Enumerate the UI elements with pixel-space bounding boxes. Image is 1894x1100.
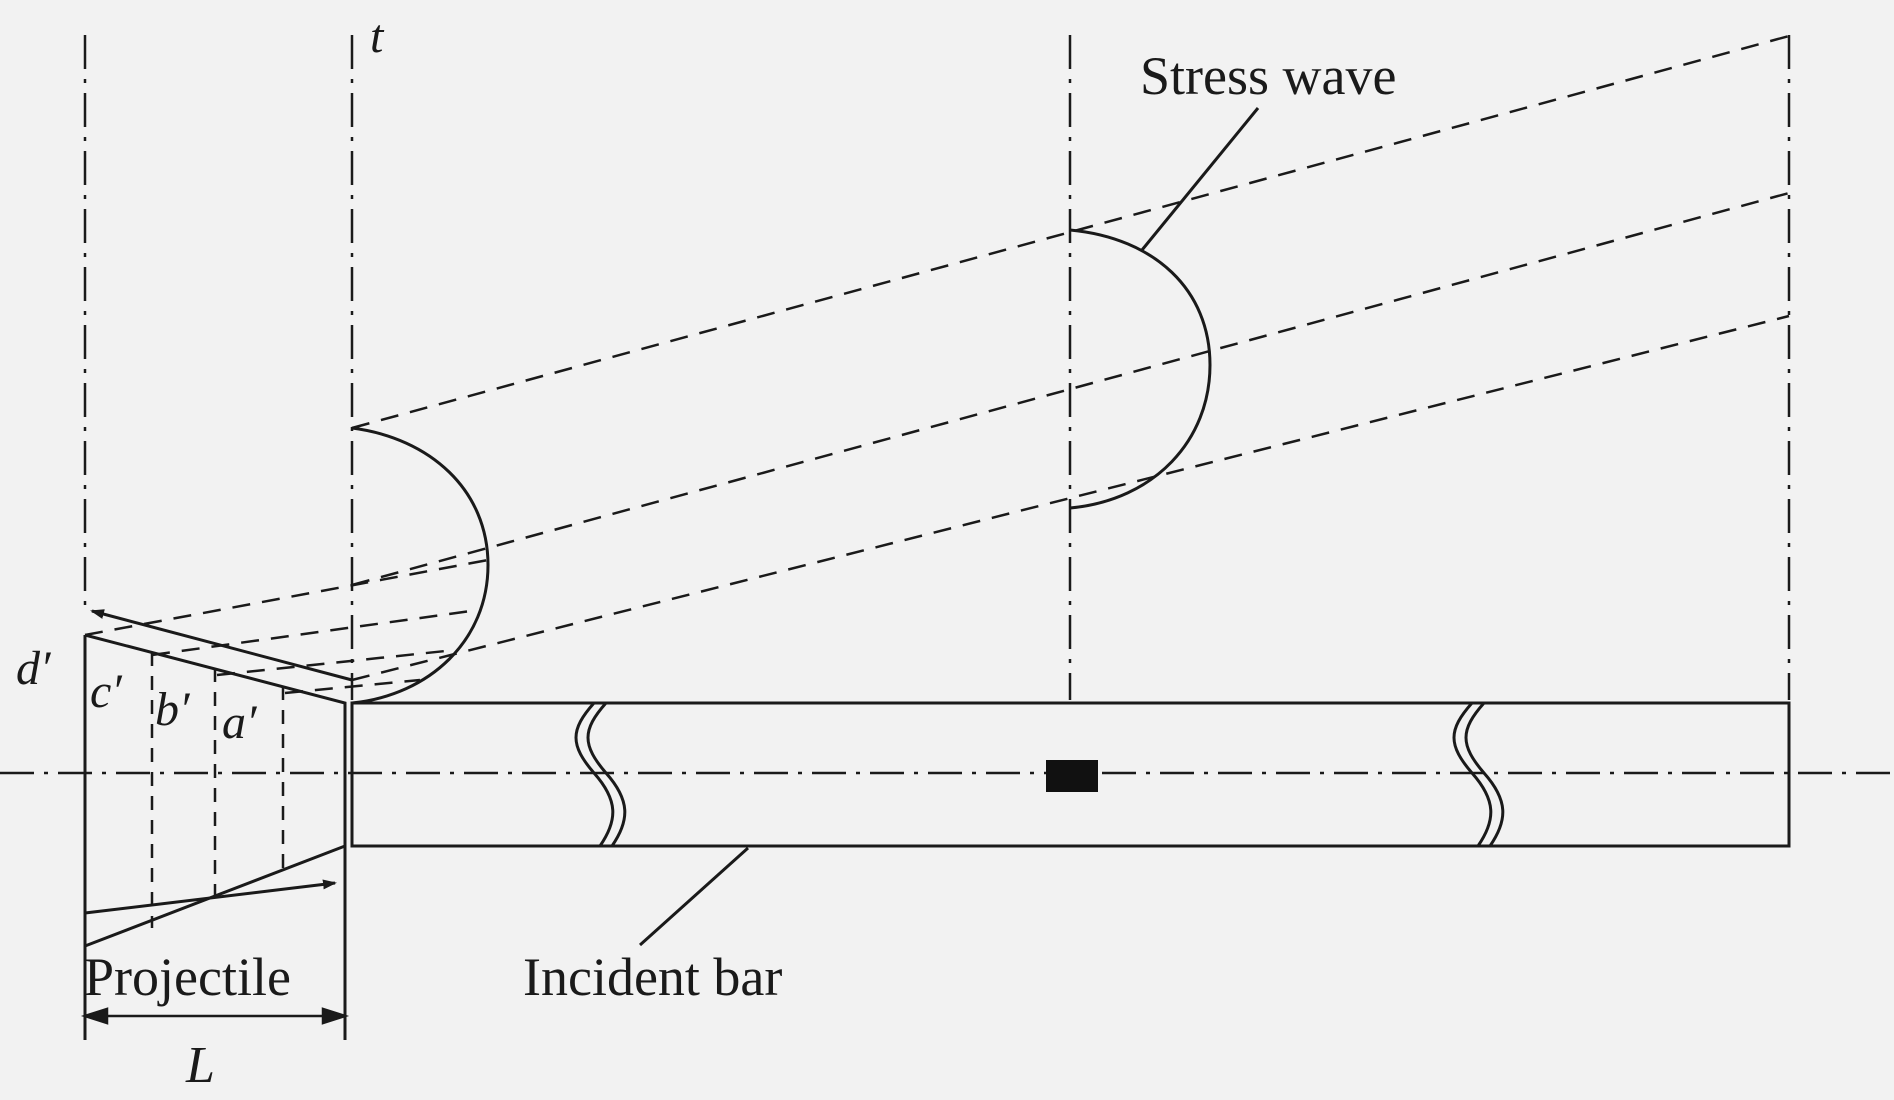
projectile-internal-dividers bbox=[150, 652, 285, 928]
strain-gauge bbox=[1046, 760, 1098, 792]
bar-break-mark-right bbox=[1452, 702, 1493, 847]
propagation-line-bottom bbox=[351, 314, 1790, 682]
projectile bbox=[83, 609, 353, 1040]
stress-wave-label: Stress wave bbox=[1140, 46, 1396, 106]
wave-propagation-lines bbox=[84, 34, 1790, 695]
point-label-a: a′ bbox=[222, 696, 258, 749]
point-label-c: c′ bbox=[90, 665, 123, 718]
ray-a bbox=[284, 678, 421, 695]
vertical-reference-lines bbox=[83, 35, 1791, 700]
propagation-line-middle bbox=[351, 191, 1790, 587]
point-label-b: b′ bbox=[155, 683, 191, 736]
length-dimension bbox=[80, 1007, 350, 1025]
length-arrow-right bbox=[321, 1007, 350, 1025]
bar-break-mark-right-inner bbox=[1464, 702, 1505, 847]
bar-break-mark-left-inner bbox=[586, 702, 627, 847]
projectile-outline bbox=[83, 633, 347, 1040]
incident-bar-body bbox=[350, 701, 1791, 848]
propagation-line-top bbox=[351, 34, 1790, 430]
incident-bar bbox=[350, 701, 1791, 947]
length-arrow-left bbox=[80, 1007, 109, 1025]
incident-bar-leader-line bbox=[638, 846, 750, 947]
projectile-label: Projectile bbox=[84, 947, 291, 1007]
point-label-d: d′ bbox=[16, 642, 52, 695]
stress-wave-leader-line bbox=[1140, 107, 1260, 251]
projectile-base-line bbox=[84, 844, 346, 948]
ray-c bbox=[151, 608, 479, 657]
stress-wave-pulses bbox=[351, 107, 1260, 705]
stress-pulse-initial bbox=[351, 426, 490, 705]
bar-break-mark-left bbox=[574, 702, 615, 847]
ray-b bbox=[216, 648, 456, 677]
time-axis-label: t bbox=[370, 10, 385, 63]
projectile-top-arrow bbox=[90, 609, 353, 682]
length-label: L bbox=[185, 1037, 215, 1094]
stress-pulse-propagated bbox=[1069, 228, 1212, 510]
ray-d bbox=[84, 558, 489, 637]
incident-bar-label: Incident bar bbox=[523, 947, 782, 1007]
